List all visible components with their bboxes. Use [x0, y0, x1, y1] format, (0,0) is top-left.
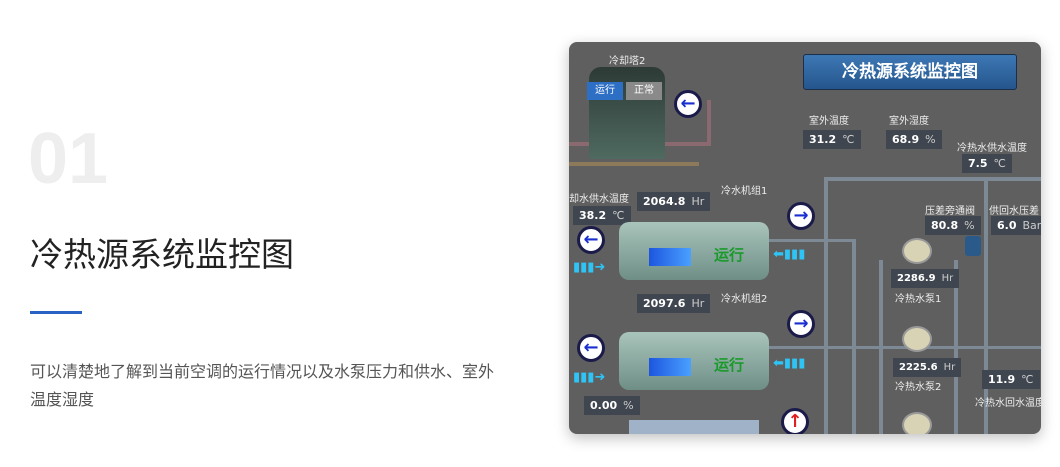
flow-in-arrow-icon: ▮▮▮➜: [573, 260, 606, 275]
pipe: [824, 177, 828, 434]
chiller1: 运行: [619, 222, 769, 280]
outdoor-temp-label: 室外温度: [809, 116, 849, 127]
outdoor-temp-value: 31.2℃: [803, 130, 861, 149]
bypass-valve-label: 压差旁通阀: [925, 206, 975, 217]
diagram-header: 冷热源系统监控图: [803, 54, 1017, 90]
outdoor-humidity-label: 室外湿度: [889, 116, 929, 127]
chw-supply-temp-value: 7.5℃: [962, 154, 1012, 173]
cooling-tower-ok-status: 正常: [626, 82, 662, 100]
pump2-label: 冷热水泵2: [895, 382, 942, 393]
pump2-icon: [902, 326, 932, 352]
flow-in-arrow-icon: ▮▮▮➜: [573, 370, 606, 385]
chw-supply-temp-label: 冷热水供水温度: [957, 143, 1027, 154]
monitoring-diagram: 冷热源系统监控图 冷却塔2 运行 正常 ← 室外温度 31.2℃ 室外湿度 68…: [569, 42, 1041, 434]
flow-left-arrow-icon: ←: [577, 226, 605, 254]
cooling-tower: [589, 67, 665, 159]
valve-icon: [965, 236, 981, 256]
cooling-tower-run-status: 运行: [587, 82, 623, 100]
heat-exchanger: [629, 420, 759, 434]
section-title: 冷热源系统监控图: [30, 235, 294, 274]
pipe: [984, 177, 988, 434]
misc-percent-value: 0.00%: [584, 396, 640, 415]
cw-supply-temp-value: 38.2℃: [573, 206, 631, 225]
pressure-diff-label: 供回水压差: [989, 206, 1039, 217]
cw-supply-temp-label: 却水供水温度: [569, 194, 629, 205]
pipe: [879, 260, 883, 434]
pipe: [852, 239, 856, 434]
chw-return-temp-label: 冷热水回水温度: [975, 398, 1041, 409]
flow-out-arrow-icon: ⬅▮▮▮: [773, 247, 806, 262]
flow-left-arrow-icon: ←: [674, 90, 702, 118]
chiller1-label: 冷水机组1: [721, 186, 768, 197]
outdoor-humidity-value: 68.9%: [886, 130, 942, 149]
pipe: [824, 177, 1041, 181]
section-description: 可以清楚地了解到当前空调的运行情况以及水泵压力和供水、室外温度湿度: [30, 362, 495, 409]
flow-right-arrow-icon: →: [787, 202, 815, 230]
pump1-icon: [902, 238, 932, 264]
pump1-label: 冷热水泵1: [895, 294, 942, 305]
flow-left-arrow-icon: ←: [577, 334, 605, 362]
pipe: [707, 100, 711, 146]
title-underline: [30, 311, 82, 314]
pipe: [569, 162, 699, 166]
chiller2-status: 运行: [714, 356, 745, 374]
chiller1-status: 运行: [714, 246, 745, 264]
pipe: [769, 239, 854, 242]
cooling-tower-label: 冷却塔2: [609, 56, 646, 67]
chiller2-label: 冷水机组2: [721, 294, 768, 305]
flow-up-arrow-icon: ↑: [781, 408, 809, 434]
chiller2: 运行: [619, 332, 769, 390]
bypass-valve-value: 80.8%: [925, 216, 981, 235]
section-number: 01: [28, 119, 109, 199]
chw-return-temp-value: 11.9℃: [982, 370, 1040, 389]
pipe: [954, 260, 958, 434]
flow-right-arrow-icon: →: [787, 310, 815, 338]
flow-out-arrow-icon: ⬅▮▮▮: [773, 356, 806, 371]
pump3-icon: [902, 412, 932, 434]
